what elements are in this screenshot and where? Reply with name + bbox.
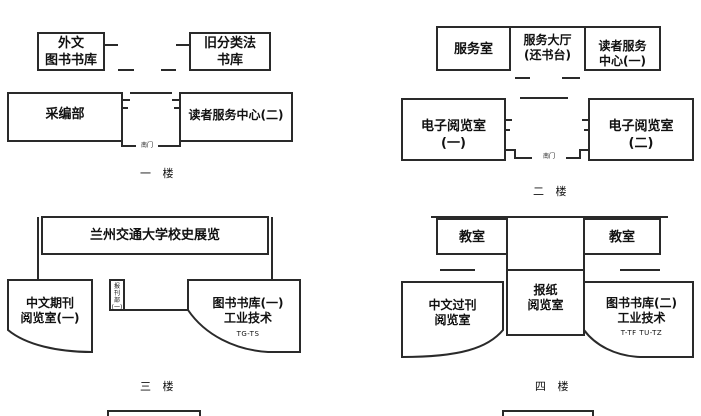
room-foreign-stacks: 外文 图书书库 (38, 35, 104, 69)
room-label-line: 中心(一) (599, 54, 646, 68)
room-reader-service-2: 读者服务中心(二) (188, 108, 284, 122)
room-reader-service-1: 读者服务 中心(一) (585, 39, 660, 69)
room-classroom-left: 教室 (458, 230, 485, 245)
room-label-line: (还书台) (524, 48, 571, 62)
room-cn-past-journals: 中文过刊 阅览室 (402, 298, 503, 328)
room-label-line: (二) (628, 136, 654, 151)
floor-3-walls (7, 216, 301, 354)
room-acquisition: 采编部 (45, 107, 85, 122)
room-small-box: 报 刊 部 (一) (110, 283, 124, 311)
room-label-line: 图书书库(二) (606, 296, 677, 310)
room-stacks-industrial: 图书书库(一) 工业技术 (196, 296, 300, 326)
room-label-line: 阅览室(一) (20, 311, 80, 325)
call-number-range: T-TF TU-TZ (620, 329, 663, 337)
room-old-class-stacks: 旧分类法 书库 (190, 35, 270, 69)
room-classroom-right: 教室 (608, 230, 635, 245)
floor-caption: 三 楼 (140, 380, 178, 393)
room-label-line: (一) (111, 304, 123, 311)
room-label-line: 工业技术 (617, 311, 666, 325)
floor-2-walls (401, 26, 694, 161)
room-label-line: 图书书库 (44, 53, 97, 68)
floor-caption: 二 楼 (533, 185, 571, 198)
room-label-line: (一) (441, 136, 466, 151)
south-gate-label: 南门 (140, 142, 153, 149)
floor-caption: 四 楼 (535, 380, 573, 393)
room-stacks-industrial-2: 图书书库(二) 工业技术 (590, 296, 693, 326)
room-label-line: 中文期刊 (25, 296, 74, 310)
room-service-hall: 服务大厅 (还书台) (510, 33, 585, 63)
room-history-hall: 兰州交通大学校史展览 (89, 228, 220, 243)
room-e-reading-2: 电子阅览室 (二) (589, 118, 693, 152)
room-e-reading-1: 电子阅览室 (一) (402, 118, 505, 152)
room-label-line: 电子阅览室 (420, 119, 486, 134)
room-newspaper-reading: 报纸 阅览室 (507, 283, 584, 313)
room-label-line: 刊 (113, 290, 120, 297)
room-label-line: 报 (113, 283, 120, 290)
room-label-line: 图书书库(一) (212, 296, 284, 310)
room-label-line: 外文 (57, 36, 84, 51)
room-label-line: 书库 (216, 53, 243, 68)
floor-4-walls (401, 216, 694, 359)
room-label-line: 部 (113, 297, 120, 304)
floor-5-partial-left (107, 410, 201, 416)
floor-caption: 一 楼 (140, 167, 178, 180)
call-number-range: TG-TS (236, 330, 260, 338)
room-label-line: 报纸 (533, 283, 558, 297)
room-label-line: 电子阅览室 (608, 119, 674, 134)
room-label-line: 工业技术 (223, 311, 272, 325)
room-service-room: 服务室 (453, 42, 493, 57)
room-cn-journal-reading: 中文期刊 阅览室(一) (8, 296, 92, 326)
south-gate-label: 南门 (542, 153, 555, 160)
floor-1-walls (7, 32, 293, 147)
room-label-line: 服务大厅 (523, 33, 572, 47)
floor-5-partial-right (502, 410, 594, 416)
room-label-line: 旧分类法 (203, 36, 256, 51)
room-label-line: 中文过刊 (428, 298, 477, 312)
room-label-line: 阅览室 (527, 298, 564, 312)
room-label-line: 读者服务 (598, 39, 647, 53)
room-label-line: 阅览室 (434, 313, 471, 327)
